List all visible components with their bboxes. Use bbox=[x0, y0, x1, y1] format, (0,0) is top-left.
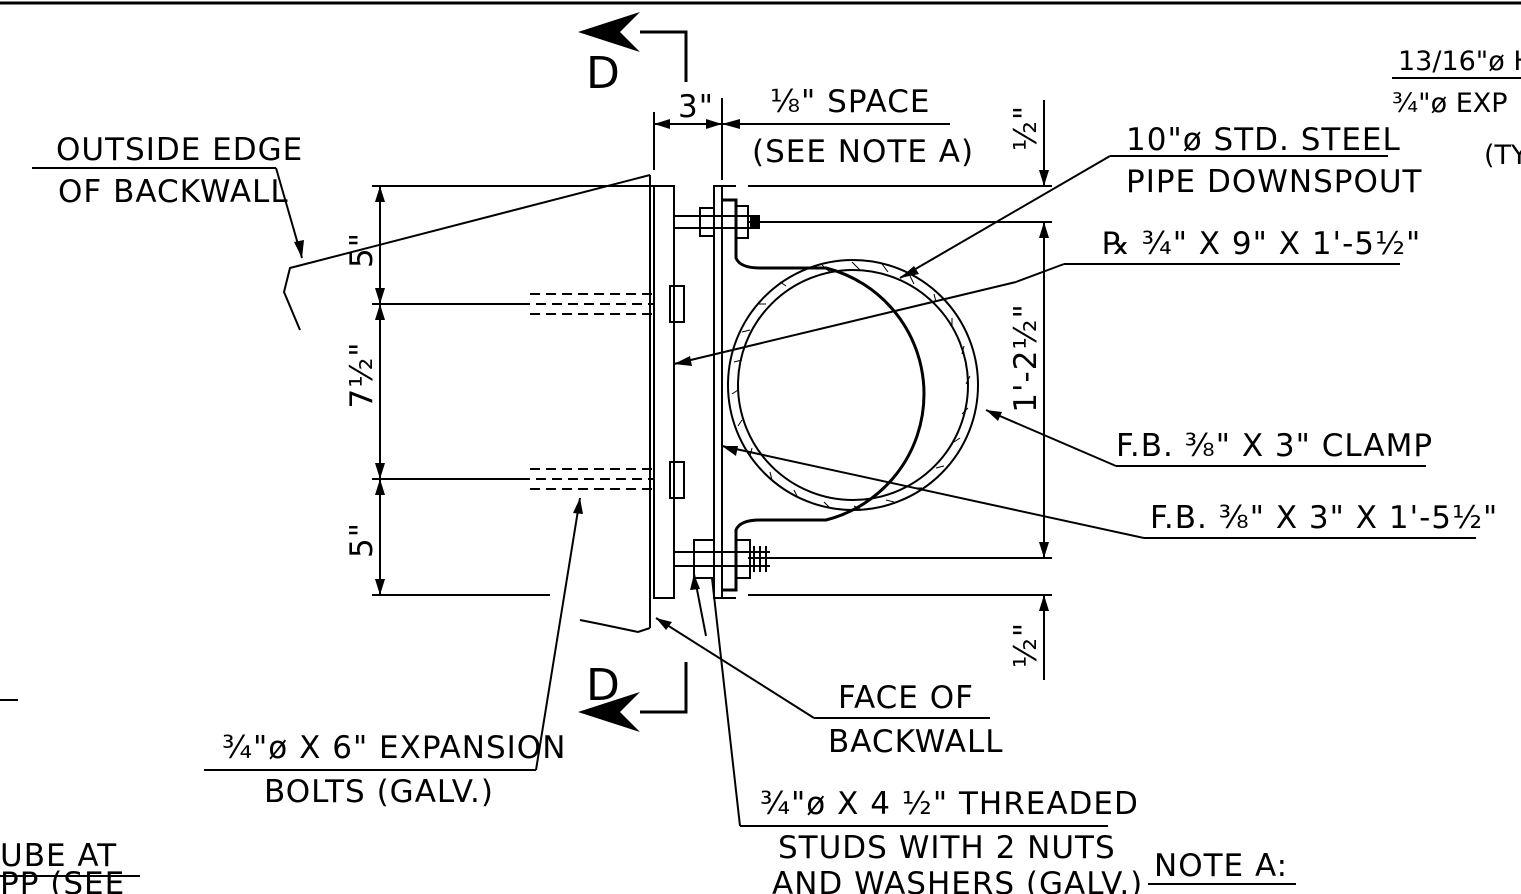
section-mark-top: D bbox=[578, 12, 688, 99]
clamp-callout: F.B. ⅜" X 3" CLAMP bbox=[985, 409, 1433, 467]
dimension-plate-gap: 3" bbox=[653, 89, 723, 180]
plate-gap-text: 3" bbox=[678, 89, 714, 125]
stud-label-line3: AND WASHERS (GALV.) bbox=[772, 866, 1143, 894]
threaded-stud-upper bbox=[674, 205, 760, 239]
space-label-line1: ⅛" SPACE bbox=[770, 84, 930, 120]
stud-label-line2: STUDS WITH 2 NUTS bbox=[778, 830, 1116, 866]
bolt-spacing-text: 7½" bbox=[344, 341, 380, 408]
stud-callout: ¾"ø X 4 ½" THREADED STUDS WITH 2 NUTS AN… bbox=[690, 573, 1143, 894]
pipe-callout: 10"ø STD. STEEL PIPE DOWNSPOUT bbox=[899, 122, 1423, 279]
section-label-top: D bbox=[586, 48, 620, 99]
expansion-bolt-lower bbox=[520, 461, 685, 499]
tube-label-line1: UBE AT bbox=[0, 838, 117, 874]
pipe-label-line1: 10"ø STD. STEEL bbox=[1126, 122, 1401, 158]
pipe-label-line2: PIPE DOWNSPOUT bbox=[1126, 164, 1423, 200]
top-space-text: 5" bbox=[344, 232, 380, 268]
space-callout: ⅛" SPACE (SEE NOTE A) bbox=[722, 84, 974, 170]
backwall-outline bbox=[282, 174, 651, 634]
expansion-bolt-upper bbox=[520, 285, 685, 323]
face-backwall-callout: FACE OF BACKWALL bbox=[655, 617, 1004, 760]
tube-note: UBE AT PP (SEE bbox=[0, 838, 140, 894]
section-label-bottom: D bbox=[586, 660, 620, 711]
dimension-vertical-left: 5" 7½" 5" bbox=[344, 185, 654, 596]
bottom-offset-text: ½" bbox=[1008, 622, 1044, 668]
section-mark-bottom: D bbox=[578, 660, 688, 732]
hole-label-line2: ¾"ø EXP bbox=[1392, 88, 1508, 119]
note-a-title: NOTE A: bbox=[1154, 848, 1288, 884]
stud-label-line1: ¾"ø X 4 ½" THREADED bbox=[760, 786, 1139, 822]
base-plate bbox=[653, 185, 675, 599]
plate-callout: ℞ ¾" X 9" X 1'-5½" bbox=[673, 226, 1421, 366]
bottom-space-text: 5" bbox=[344, 522, 380, 558]
flat-bar-callout: F.B. ⅜" X 3" X 1'-5½" bbox=[721, 445, 1498, 539]
top-offset-text: ½" bbox=[1008, 105, 1044, 151]
steel-pipe-downspout bbox=[727, 259, 979, 511]
clamp-height-text: 1'-2½" bbox=[1008, 303, 1044, 412]
hole-label-line1: 13/16"ø HO bbox=[1398, 46, 1521, 77]
clamp-label: F.B. ⅜" X 3" CLAMP bbox=[1116, 428, 1433, 464]
outside-edge-callout: OUTSIDE EDGE OF BACKWALL bbox=[32, 132, 304, 259]
tube-label-line2: PP (SEE bbox=[0, 866, 125, 894]
plate-label: ℞ ¾" X 9" X 1'-5½" bbox=[1102, 226, 1421, 262]
outside-edge-line1: OUTSIDE EDGE bbox=[56, 132, 303, 168]
flat-bar bbox=[713, 185, 723, 599]
flat-bar-label: F.B. ⅜" X 3" X 1'-5½" bbox=[1150, 500, 1498, 536]
dimension-vertical-right: ½" 1'-2½" ½" bbox=[748, 100, 1052, 680]
expansion-bolt-callout: ¾"ø X 6" EXPANSION BOLTS (GALV.) bbox=[204, 497, 583, 810]
hole-callout: 13/16"ø HO ¾"ø EXP (TY bbox=[1392, 46, 1521, 171]
outside-edge-line2: OF BACKWALL bbox=[58, 174, 289, 210]
expansion-label-line1: ¾"ø X 6" EXPANSION bbox=[222, 730, 566, 766]
hole-label-line3: (TY bbox=[1484, 140, 1521, 171]
pipe-clamp bbox=[722, 198, 926, 592]
face-label-line1: FACE OF bbox=[838, 680, 974, 716]
space-label-line2: (SEE NOTE A) bbox=[752, 134, 974, 170]
note-a: NOTE A: bbox=[1148, 848, 1296, 885]
expansion-label-line2: BOLTS (GALV.) bbox=[264, 774, 494, 810]
face-label-line2: BACKWALL bbox=[828, 724, 1004, 760]
